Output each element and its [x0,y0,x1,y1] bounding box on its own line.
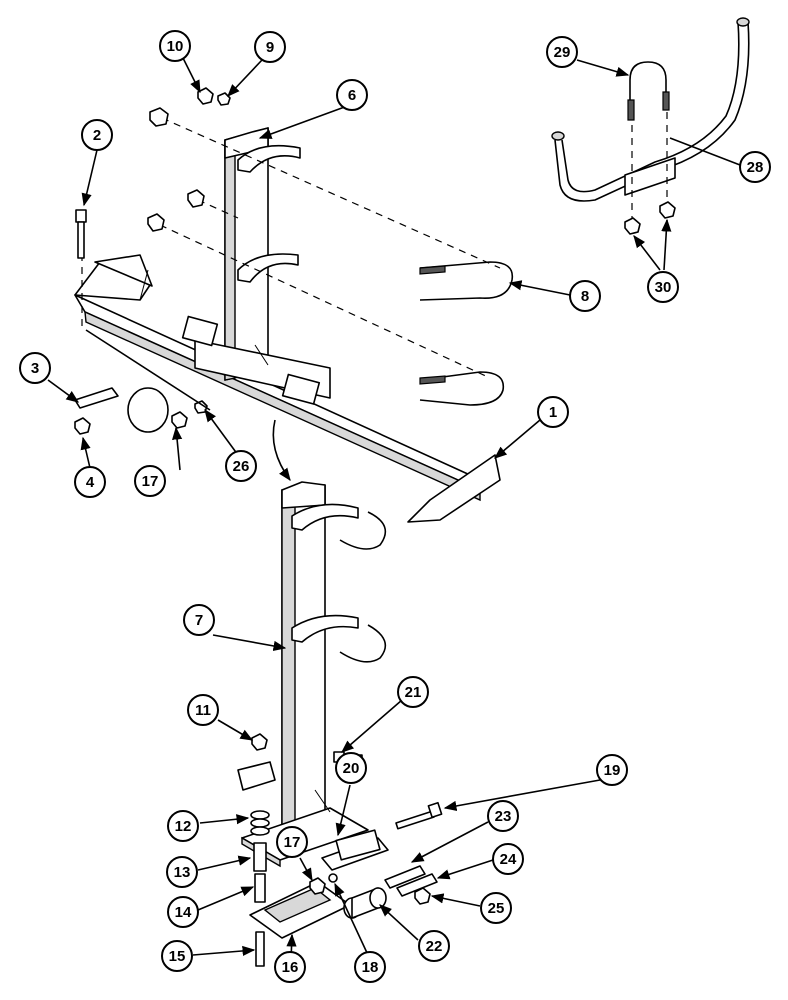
callout-17-lower: 17 [276,826,308,858]
callout-22: 22 [418,930,450,962]
cross-beam [74,254,501,523]
callout-23: 23 [487,800,519,832]
callout-2: 2 [81,119,113,151]
guard-bracket [551,17,750,235]
u-bolts [419,261,514,406]
svg-text:4: 4 [86,474,95,491]
callout-11: 11 [187,694,219,726]
upper-post [181,127,331,405]
callout-26: 26 [225,450,257,482]
svg-text:25: 25 [488,900,505,917]
svg-text:2: 2 [93,127,101,144]
callout-10: 10 [159,30,191,62]
svg-text:26: 26 [233,458,250,475]
svg-text:8: 8 [581,288,589,305]
svg-text:30: 30 [655,279,672,296]
callout-20: 20 [335,752,367,784]
svg-text:3: 3 [31,360,39,377]
callout-18: 18 [354,951,386,983]
svg-text:9: 9 [266,39,274,56]
callout-24: 24 [492,843,524,875]
svg-text:7: 7 [195,612,203,629]
callout-14: 14 [167,896,199,928]
svg-text:13: 13 [174,864,191,881]
svg-text:21: 21 [405,684,422,701]
callout-16: 16 [274,951,306,983]
svg-text:24: 24 [500,851,517,868]
svg-text:12: 12 [175,818,192,835]
svg-text:14: 14 [175,904,192,921]
svg-text:6: 6 [348,87,356,104]
callout-25: 25 [480,892,512,924]
callout-6: 6 [336,79,368,111]
svg-text:22: 22 [426,938,443,955]
callout-13: 13 [166,856,198,888]
svg-text:10: 10 [167,38,184,55]
svg-text:1: 1 [549,404,557,421]
svg-text:15: 15 [169,948,186,965]
callout-15: 15 [161,940,193,972]
svg-text:19: 19 [604,762,621,779]
svg-text:18: 18 [362,959,379,976]
svg-text:20: 20 [343,760,360,777]
callout-21: 21 [397,676,429,708]
callout-12: 12 [167,810,199,842]
callout-1: 1 [537,396,569,428]
callout-19: 19 [596,754,628,786]
svg-text:28: 28 [747,159,764,176]
svg-text:16: 16 [282,959,299,976]
svg-text:11: 11 [195,702,211,719]
svg-text:23: 23 [495,808,512,825]
callout-8: 8 [569,280,601,312]
callout-17-upper: 17 [134,465,166,497]
lower-post [237,481,387,868]
callout-4: 4 [74,466,106,498]
callout-30: 30 [647,271,679,303]
callout-29: 29 [546,36,578,68]
svg-text:29: 29 [554,44,571,61]
callout-9: 9 [254,31,286,63]
svg-text:17: 17 [284,834,301,851]
callout-28: 28 [739,151,771,183]
svg-text:17: 17 [142,473,159,490]
callout-3: 3 [19,352,51,384]
callout-7: 7 [183,604,215,636]
